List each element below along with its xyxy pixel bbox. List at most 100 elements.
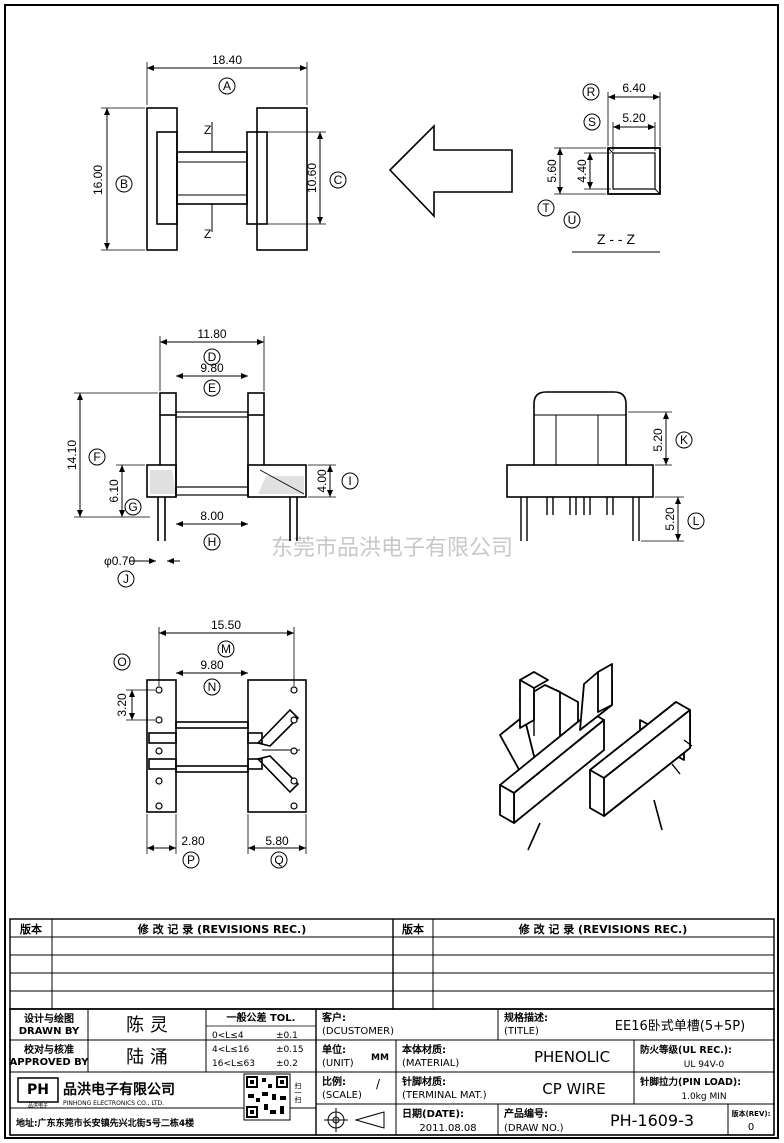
rev-label: 版本(REV): [732, 1109, 771, 1118]
logo-text: PH [27, 1082, 49, 1098]
view-bottom-dims: 15.50 M 9.80 N O 3.20 2.80 P 5.80 Q [113, 618, 307, 869]
dim-text: 8.00 [200, 509, 224, 523]
material-label-en: (MATERIAL) [402, 1058, 459, 1069]
dim-text: 2.80 [181, 834, 205, 848]
company-name: 品洪电子有限公司 [63, 1081, 175, 1098]
dim-tag: B [120, 177, 128, 191]
dim-text: 5.60 [545, 159, 559, 183]
projection-symbol [324, 1108, 385, 1132]
dim-tag: D [208, 350, 217, 364]
view-side-dims: 11.80 D 9.80 E 14.10 F 6.10 G 8.00 H 4.0… [65, 327, 359, 588]
ul-value: UL 94V-0 [684, 1060, 725, 1070]
section-zz: 6.40 R 5.20 S 5.60 T 4.40 U Z - - Z [537, 81, 661, 253]
dim-tag: S [588, 115, 596, 129]
customer-label-en: (DCUSTOMER) [322, 1026, 394, 1037]
terminal-label-en: (TERMINAL MAT.) [402, 1090, 487, 1101]
terminal-label-cn: 针脚材质: [402, 1075, 446, 1088]
unit-label-cn: 单位: [322, 1043, 346, 1056]
pinload-value: 1.0kg MIN [681, 1092, 726, 1102]
scale-label-en: (SCALE) [322, 1090, 362, 1101]
dim-text: φ0.70 [104, 554, 135, 568]
drawn-label-en: DRAWN BY [19, 1026, 80, 1037]
dim-tag: P [187, 853, 195, 867]
view-end [506, 391, 654, 541]
dim-text: 18.40 [212, 53, 242, 67]
dim-tag: Q [274, 853, 283, 867]
dim-tag: H [208, 535, 217, 549]
section-mark: Z [204, 227, 211, 241]
drawn-label-cn: 设计与绘图 [24, 1012, 74, 1025]
dim-tag: A [223, 79, 231, 93]
dim-text: 9.80 [200, 658, 224, 672]
dim-text: 4.00 [315, 469, 329, 493]
ul-label: 防火等级(UL REC.): [640, 1044, 732, 1056]
rev-value: 0 [748, 1122, 754, 1133]
tol-value: ±0.1 [276, 1031, 298, 1041]
revision-table: 版本 修 改 记 录 (REVISIONS REC.) 版本 修 改 记 录 (… [9, 918, 775, 1010]
dim-tag: N [208, 680, 217, 694]
tol-title: 一般公差 TOL. [227, 1011, 296, 1024]
terminal-value: CP WIRE [542, 1080, 605, 1098]
dim-text: 14.10 [65, 440, 79, 470]
drawn-name: 陈 灵 [126, 1015, 168, 1036]
dim-text: 9.80 [200, 361, 224, 375]
section-mark: Z [204, 123, 211, 137]
dim-tag: O [117, 655, 126, 669]
title-block: 设计与绘图 DRAWN BY 陈 灵 校对与核准 APPROVED BY 陆 涌… [9, 1008, 775, 1136]
drawno-value: PH-1609-3 [610, 1111, 694, 1130]
date-label: 日期(DATE): [402, 1107, 464, 1120]
drawno-label-cn: 产品编号: [504, 1107, 548, 1120]
qr-caption: 扫一扫 [294, 1081, 302, 1104]
company-name-en: PINHONG ELECTRONICS CO., LTD. [63, 1100, 164, 1107]
title-label-cn: 规格描述: [504, 1011, 548, 1024]
pinload-label: 针脚拉力(PIN LOAD): [640, 1076, 741, 1088]
dim-text: 6.10 [107, 479, 121, 503]
logo-subtext: 品洪电子 [28, 1102, 48, 1109]
view-front-dims: 18.40 A 16.00 B 10.60 C Z Z [91, 53, 347, 251]
dim-text: 5.80 [265, 834, 289, 848]
rev-col-record: 修 改 记 录 (REVISIONS REC.) [137, 922, 307, 936]
rev-col-version: 版本 [402, 922, 424, 936]
view-bottom [146, 679, 307, 813]
dim-tag: I [348, 474, 351, 488]
dim-tag: T [542, 201, 550, 215]
direction-arrow [388, 124, 513, 218]
material-value: PHENOLIC [534, 1048, 610, 1066]
tol-range: 4<L≤16 [212, 1045, 250, 1055]
dim-tag: K [680, 433, 688, 447]
view-end-dims: 5.20 K 5.20 L [628, 411, 705, 542]
approved-label-en: APPROVED BY [10, 1057, 90, 1068]
company-logo [17, 1077, 59, 1103]
rev-col-version: 版本 [20, 922, 42, 936]
unit-value: MM [371, 1053, 389, 1063]
dim-text: 6.40 [622, 81, 646, 95]
section-caption: Z - - Z [597, 231, 636, 247]
dim-tag: M [221, 642, 231, 656]
dim-text: 5.20 [622, 111, 646, 125]
dim-tag: E [208, 381, 216, 395]
drawno-label-en: (DRAW NO.) [504, 1123, 564, 1134]
scale-label-cn: 比例: [322, 1075, 346, 1088]
title-label-en: (TITLE) [504, 1026, 539, 1037]
dim-text: 5.20 [663, 507, 677, 531]
address: 地址:广东东莞市长安镇先兴北街5号二栋4楼 [16, 1117, 194, 1129]
scale-value: / [376, 1077, 381, 1091]
tol-value: ±0.2 [276, 1059, 298, 1069]
dim-tag: G [128, 500, 137, 514]
dim-text: 5.20 [651, 428, 665, 452]
view-isometric [499, 663, 693, 851]
tol-value: ±0.15 [276, 1045, 304, 1055]
unit-label-en: (UNIT) [322, 1058, 354, 1069]
tol-range: 16<L≤63 [212, 1059, 255, 1069]
dim-text: 15.50 [211, 618, 241, 632]
dim-tag: J [123, 572, 129, 586]
dim-text: 11.80 [197, 327, 226, 341]
approved-label-cn: 校对与核准 [24, 1043, 74, 1056]
dim-text: 10.60 [305, 163, 319, 193]
view-front [146, 107, 308, 251]
dim-tag: F [93, 450, 100, 464]
dim-text: 3.20 [115, 693, 129, 717]
dim-tag: L [693, 514, 700, 528]
dim-text: 16.00 [91, 165, 105, 195]
